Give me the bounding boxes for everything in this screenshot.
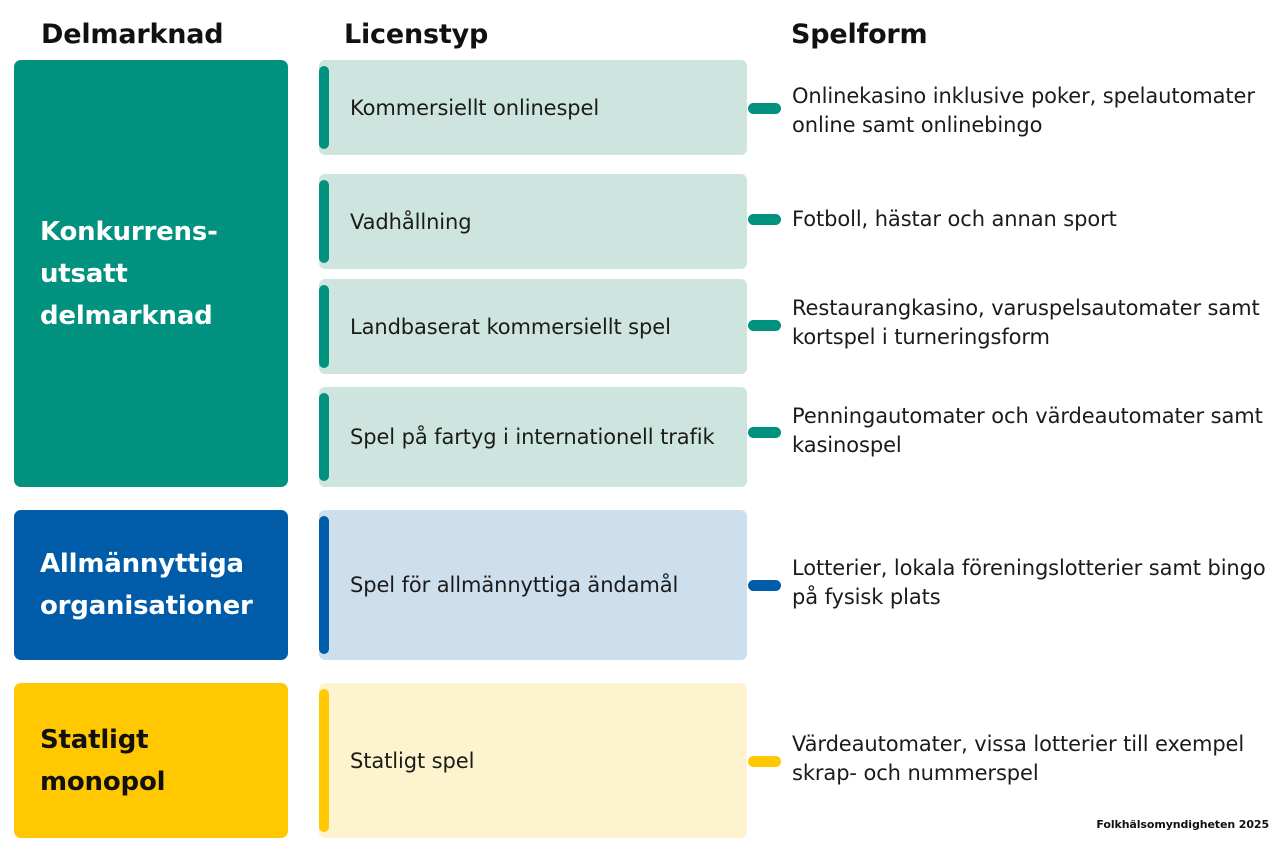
category-label-line: delmarknad (40, 300, 213, 331)
license-row: Vadhållning (319, 174, 747, 269)
connector-dash-icon (748, 756, 781, 767)
category-label-line: organisationer (40, 591, 253, 621)
license-row: Landbaserat kommersiellt spel (319, 279, 747, 374)
accent-bar (319, 66, 329, 149)
license-label: Kommersiellt onlinespel (350, 95, 600, 120)
spelform-description: Restaurangkasino, varuspelsautomater sam… (792, 296, 1260, 349)
connector-dash-icon (748, 320, 781, 331)
license-label: Spel på fartyg i internationell trafik (350, 425, 715, 449)
category-box-statligt-monopol: Statligt monopol (14, 683, 288, 838)
category-label-line: Konkurrens- (40, 216, 218, 247)
license-row: Spel på fartyg i internationell trafik (319, 387, 747, 487)
connector-dash-icon (748, 427, 781, 438)
accent-bar (319, 180, 329, 263)
column-header-licenstyp: Licenstyp (344, 19, 489, 50)
accent-bar (319, 393, 329, 481)
license-label: Spel för allmännyttiga ändamål (350, 573, 679, 597)
license-label: Landbaserat kommersiellt spel (350, 314, 671, 339)
category-box-allmannyttiga-organisationer: Allmännyttiga organisationer (14, 510, 288, 660)
footer-credit: Folkhälsomyndigheten 2025 (1096, 818, 1269, 831)
connector-dash-icon (748, 580, 781, 591)
license-label: Statligt spel (350, 748, 475, 773)
accent-bar (319, 689, 329, 832)
license-row: Spel för allmännyttiga ändamål (319, 510, 747, 660)
spelform-description: Värdeautomater, vissa lotterier till exe… (792, 732, 1245, 785)
accent-bar (319, 516, 329, 654)
license-row: Kommersiellt onlinespel (319, 60, 747, 155)
connector-dash-icon (748, 103, 781, 114)
column-header-spelform: Spelform (791, 19, 928, 50)
connector-dash-icon (748, 214, 781, 225)
license-row: Statligt spel (319, 683, 747, 838)
category-label-line: monopol (40, 766, 166, 797)
spelform-description: Lotterier, lokala föreningslotterier sam… (792, 556, 1266, 609)
category-label-line: Statligt (40, 724, 149, 755)
spelform-description: Onlinekasino inklusive poker, spelautoma… (792, 84, 1255, 137)
spelform-description: Penningautomater och värdeautomater samt… (792, 404, 1263, 457)
category-box-konkurrensutsatt-delmarknad: Konkurrens- utsatt delmarknad (14, 60, 288, 487)
column-header-delmarknad: Delmarknad (41, 19, 224, 50)
license-label: Vadhållning (350, 209, 472, 234)
spelform-description: Fotboll, hästar och annan sport (792, 207, 1117, 231)
category-label-line: utsatt (40, 258, 128, 289)
accent-bar (319, 285, 329, 368)
category-label-line: Allmännyttiga (40, 549, 244, 579)
